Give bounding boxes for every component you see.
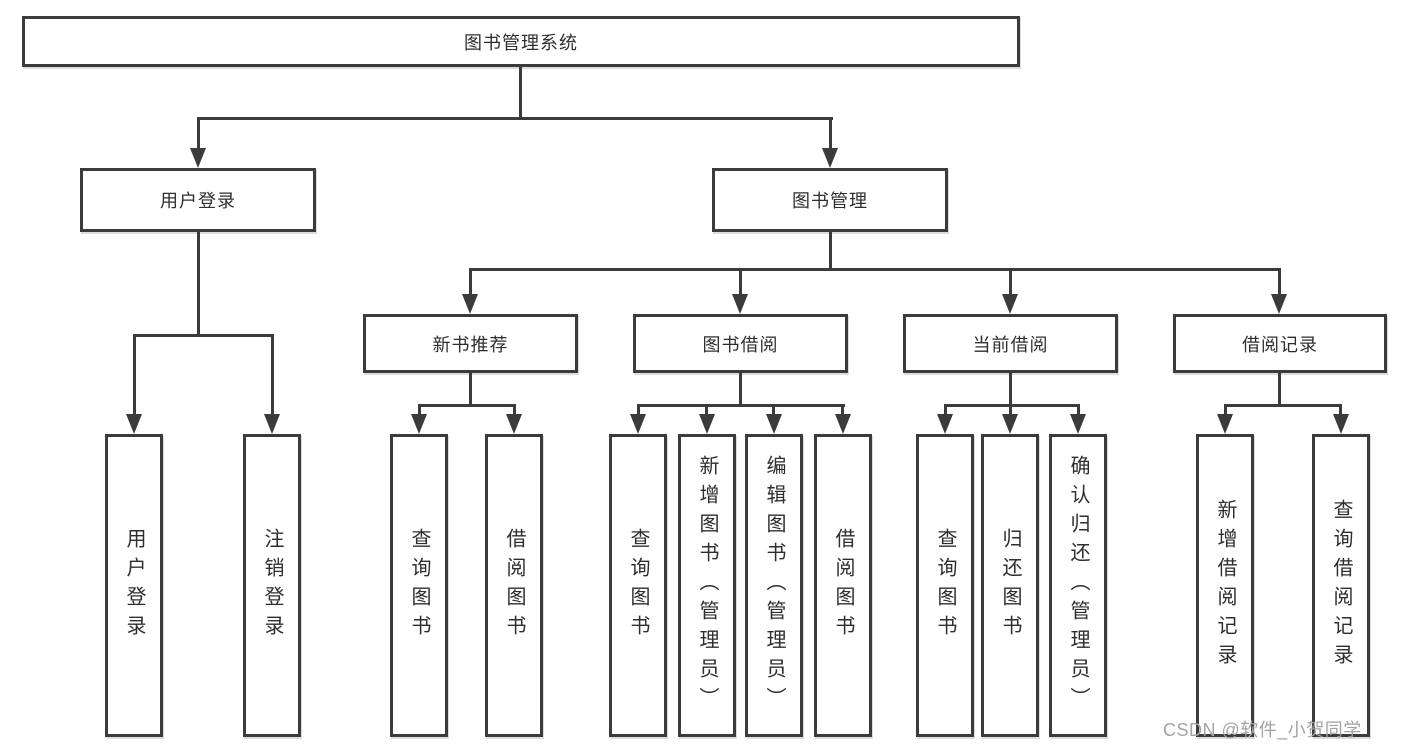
connector-line xyxy=(469,373,472,405)
arrow-down-icon xyxy=(1002,294,1018,314)
leaf-query-books-3: 查询图书 xyxy=(916,434,974,737)
leaf-label: 查询图书 xyxy=(934,527,956,644)
connector-line xyxy=(944,404,947,415)
connector-line xyxy=(1339,404,1342,415)
connector-line xyxy=(1224,404,1227,415)
arrow-down-icon xyxy=(264,414,280,434)
leaf-label: 查询图书 xyxy=(627,527,649,644)
node-label: 图书借阅 xyxy=(702,334,779,355)
leaf-label: 新增图书（管理员） xyxy=(696,455,718,716)
connector-line xyxy=(1224,404,1342,407)
arrow-down-icon xyxy=(126,414,142,434)
leaf-label: 新增借阅记录 xyxy=(1214,498,1236,673)
connector-line xyxy=(1278,373,1281,405)
connector-line xyxy=(133,334,274,337)
arrow-down-icon xyxy=(190,148,206,168)
connector-line xyxy=(271,334,274,415)
leaf-add-borrow-record: 新增借阅记录 xyxy=(1196,434,1254,737)
arrow-down-icon xyxy=(462,294,478,314)
node-current-borrow: 当前借阅 xyxy=(903,314,1118,373)
leaf-confirm-return-admin: 确认归还（管理员） xyxy=(1049,434,1107,737)
leaf-label: 查询图书 xyxy=(408,527,430,644)
leaf-return-books: 归还图书 xyxy=(981,434,1039,737)
connector-line xyxy=(944,404,1080,407)
leaf-edit-books-admin: 编辑图书（管理员） xyxy=(745,434,803,737)
connector-line xyxy=(1278,268,1281,295)
arrow-down-icon xyxy=(630,414,646,434)
leaf-label: 用户登录 xyxy=(123,527,145,644)
node-label: 借阅记录 xyxy=(1242,334,1318,355)
arrow-down-icon xyxy=(506,414,522,434)
connector-line xyxy=(841,404,844,415)
connector-line xyxy=(469,268,1281,271)
leaf-borrow-books-2: 借阅图书 xyxy=(814,434,872,737)
node-book-borrow: 图书借阅 xyxy=(633,314,848,373)
node-label: 当前借阅 xyxy=(972,334,1049,355)
arrow-down-icon xyxy=(411,414,427,434)
arrow-down-icon xyxy=(1271,294,1287,314)
connector-line xyxy=(197,117,833,120)
connector-line xyxy=(1009,404,1012,415)
leaf-query-books-2: 查询图书 xyxy=(609,434,667,737)
leaf-user-login: 用户登录 xyxy=(105,434,163,737)
leaf-label: 确认归还（管理员） xyxy=(1067,455,1089,716)
arrow-down-icon xyxy=(699,414,715,434)
connector-line xyxy=(705,404,708,415)
leaf-add-books-admin: 新增图书（管理员） xyxy=(678,434,736,737)
leaf-query-borrow-record: 查询借阅记录 xyxy=(1312,434,1370,737)
arrow-down-icon xyxy=(766,414,782,434)
leaf-borrow-books-1: 借阅图书 xyxy=(485,434,543,737)
connector-line xyxy=(739,268,742,295)
connector-line xyxy=(1077,404,1080,415)
connector-line xyxy=(519,67,522,118)
connector-line xyxy=(739,373,742,405)
connector-line xyxy=(829,232,832,269)
leaf-label: 借阅图书 xyxy=(832,527,854,644)
arrow-down-icon xyxy=(937,414,953,434)
leaf-query-books-1: 查询图书 xyxy=(390,434,448,737)
leaf-label: 借阅图书 xyxy=(503,527,525,644)
node-user-login: 用户登录 xyxy=(80,168,316,232)
node-borrow-records: 借阅记录 xyxy=(1173,314,1387,373)
connector-line xyxy=(418,404,421,415)
connector-line xyxy=(513,404,516,415)
connector-line xyxy=(637,404,845,407)
connector-line xyxy=(133,334,136,415)
leaf-label: 编辑图书（管理员） xyxy=(763,455,785,716)
node-label: 用户登录 xyxy=(160,191,236,211)
connector-line xyxy=(418,404,516,407)
node-new-book-recommend: 新书推荐 xyxy=(363,314,578,373)
arrow-down-icon xyxy=(1333,414,1349,434)
arrow-down-icon xyxy=(835,414,851,434)
node-label: 新书推荐 xyxy=(432,334,509,355)
connector-line xyxy=(1009,373,1012,405)
connector-line xyxy=(197,232,200,335)
node-label: 图书管理 xyxy=(792,191,868,211)
node-book-management: 图书管理 xyxy=(712,168,948,232)
leaf-label: 注销登录 xyxy=(261,527,283,644)
connector-line xyxy=(469,268,472,295)
leaf-label: 查询借阅记录 xyxy=(1330,498,1352,673)
csdn-watermark: CSDN @软件_小贺同学 xyxy=(1163,720,1362,740)
connector-line xyxy=(637,404,640,415)
arrow-down-icon xyxy=(1070,414,1086,434)
connector-line xyxy=(772,404,775,415)
leaf-logout: 注销登录 xyxy=(243,434,301,737)
connector-line xyxy=(829,117,832,149)
arrow-down-icon xyxy=(732,294,748,314)
arrow-down-icon xyxy=(1217,414,1233,434)
connector-line xyxy=(197,117,200,149)
node-root: 图书管理系统 xyxy=(22,16,1020,67)
leaf-label: 归还图书 xyxy=(999,527,1021,644)
arrow-down-icon xyxy=(822,148,838,168)
connector-line xyxy=(1009,268,1012,295)
arrow-down-icon xyxy=(1002,414,1018,434)
node-root-label: 图书管理系统 xyxy=(464,32,578,53)
